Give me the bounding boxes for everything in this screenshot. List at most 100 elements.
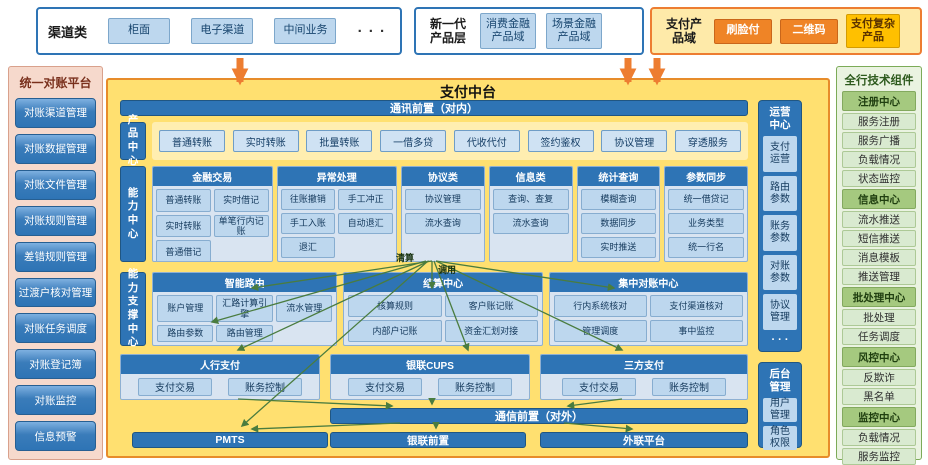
group-title: 智能路由 <box>153 273 337 292</box>
channel-ellipsis: · · · <box>357 22 386 40</box>
node-chip: 流水查询 <box>492 213 569 234</box>
group-title: 参数同步 <box>665 167 747 186</box>
monitor-center-header: 监控中心 <box>842 407 916 427</box>
batch-process-node: 批处理 <box>842 309 916 326</box>
node-chip: 模糊查询 <box>580 189 657 210</box>
rail-title: 银联CUPS <box>331 355 529 374</box>
smart-routing-group: 智能路由 账户管理 汇路计算引擎 流水管理 路由参数 路由管理 <box>152 272 338 346</box>
node-chip: 单笔行内记账 <box>213 214 269 238</box>
state-monitor-node: 状态监控 <box>842 170 916 187</box>
capability-center-tab: 能力中心 <box>120 166 146 262</box>
node-chip: 业务类型 <box>668 213 744 234</box>
node-chip: 内部户记账 <box>348 320 442 342</box>
rail-title: 三方支付 <box>541 355 747 374</box>
payment-ops-node: 支付运营 <box>763 136 797 172</box>
node-chip: 汇路计算引擎 <box>216 295 273 323</box>
node-chip: 统一借贷记 <box>668 189 744 210</box>
role-permission-node: 角色权限 <box>763 426 797 451</box>
product-center-row: 普通转账 实时转账 批量转账 一借多贷 代收代付 签约鉴权 协议管理 穿透服务 <box>152 122 748 160</box>
payment-middle-platform-panel: 支付中台 通讯前置（对内） 产品中心 普通转账 实时转账 批量转账 一借多贷 代… <box>106 78 830 458</box>
protocol-mgmt-node: 协议管理 <box>601 130 668 152</box>
node-chip: 行内系统核对 <box>553 295 647 317</box>
group-title: 集中对账中心 <box>549 273 747 292</box>
node-chip: 退汇 <box>280 237 336 258</box>
load-status-node: 负载情况 <box>842 429 916 446</box>
one-debit-multi-credit-node: 一借多贷 <box>380 130 447 152</box>
statistics-query-group: 统计查询 模糊查询 数据同步 实时推送 <box>576 166 661 262</box>
operations-center-title: 运营中心 <box>769 106 791 132</box>
push-mgmt-node: 推送管理 <box>842 268 916 285</box>
service-register-node: 服务注册 <box>842 113 916 130</box>
backstage-title: 后台管理 <box>769 368 791 394</box>
task-schedule-node: 任务调度 <box>842 328 916 345</box>
anti-fraud-node: 反欺诈 <box>842 369 916 386</box>
product-center-tab: 产品中心 <box>120 114 146 167</box>
flow-push-node: 流水推送 <box>842 211 916 228</box>
load-status-node: 负载情况 <box>842 151 916 168</box>
node-chip: 查询、查复 <box>492 189 569 210</box>
user-mgmt-node: 用户管理 <box>763 398 797 423</box>
node-chip: 手工入账 <box>280 213 336 234</box>
accounting-params-node: 账务参数 <box>763 215 797 251</box>
recon-task-schedule-node: 对账任务调度 <box>15 313 96 344</box>
comm-front-internal-bar: 通讯前置（对内） <box>120 100 748 116</box>
unionpay-cups-box: 银联CUPS 支付交易 账务控制 <box>330 354 530 400</box>
complex-payment-product-node: 支付复杂产品 <box>846 14 900 48</box>
normal-transfer-node: 普通转账 <box>159 130 225 152</box>
recon-register-node: 对账登记簿 <box>15 349 96 380</box>
realtime-transfer-node: 实时转账 <box>232 130 299 152</box>
service-monitor-node: 服务监控 <box>842 448 916 465</box>
settlement-center-group: 结算中心 核算规则 客户账记账 内部户记账 资金汇划对接 <box>343 272 543 346</box>
comm-front-external-bar: 通信前置（对外） <box>330 408 748 424</box>
parameter-sync-group: 参数同步 统一借贷记 业务类型 统一行名 <box>664 166 748 262</box>
payment-transaction-node: 支付交易 <box>348 377 422 396</box>
channel-category-box: 渠道类 柜面 电子渠道 中间业务 · · · <box>36 7 402 55</box>
service-broadcast-node: 服务广播 <box>842 132 916 149</box>
blacklist-node: 黑名单 <box>842 388 916 405</box>
external-platform-bar: 外联平台 <box>540 432 748 448</box>
exception-handling-group: 异常处理 往账撤销 手工冲正 手工入账 自动退汇 退汇 <box>276 166 398 262</box>
node-chip: 客户账记账 <box>444 295 538 317</box>
consumer-finance-domain-node: 消费金融产品域 <box>480 13 536 49</box>
node-chip: 普通借记 <box>156 240 211 261</box>
recon-file-mgmt-node: 对账文件管理 <box>15 169 96 200</box>
accounting-control-node: 账务控制 <box>438 377 512 396</box>
node-chip: 数据同步 <box>580 213 657 234</box>
node-chip: 流水管理 <box>275 295 333 323</box>
settlement-flow-label: 清算 <box>396 253 415 263</box>
node-chip: 路由管理 <box>216 325 273 342</box>
group-title: 异常处理 <box>277 167 397 186</box>
accounting-control-node: 账务控制 <box>228 377 302 396</box>
channel-counter-node: 柜面 <box>108 18 171 44</box>
third-party-payment-box: 三方支付 支付交易 账务控制 <box>540 354 748 400</box>
payment-domain-label: 支付产品域 <box>665 16 702 45</box>
information-group: 信息类 查询、查复 流水查询 <box>488 166 573 262</box>
capability-center-row: 金融交易 普通转账 实时借记 实时转账 单笔行内记账 普通借记 异常处理 往账撤… <box>152 166 748 262</box>
face-pay-node: 刷脸付 <box>714 18 772 44</box>
operations-center-column: 运营中心 支付运营 路由参数 账务参数 对账参数 协议管理 · · · <box>758 100 802 352</box>
node-chip: 普通转账 <box>156 189 211 212</box>
channel-category-label: 渠道类 <box>48 24 88 40</box>
node-chip: 统一行名 <box>668 237 744 258</box>
group-title: 统计查询 <box>577 167 660 186</box>
pmts-bar: PMTS <box>132 432 328 448</box>
batch-transfer-node: 批量转账 <box>306 130 373 152</box>
channel-intermediate-node: 中间业务 <box>274 18 337 44</box>
recon-channel-mgmt-node: 对账渠道管理 <box>15 98 96 128</box>
invoke-flow-label: 调用 <box>438 265 457 275</box>
sign-auth-node: 签约鉴权 <box>527 130 594 152</box>
node-chip: 支付渠道核对 <box>649 295 743 317</box>
batch-center-section: 批处理中心 批处理 任务调度 <box>842 286 916 346</box>
pboc-payment-box: 人行支付 支付交易 账务控制 <box>120 354 320 400</box>
new-generation-product-layer-box: 新一代产品层 消费金融产品域 场景金融产品域 <box>414 7 644 55</box>
accounting-control-node: 账务控制 <box>652 377 726 396</box>
protocol-mgmt-node: 协议管理 <box>763 294 797 330</box>
error-rule-mgmt-node: 差错规则管理 <box>15 241 96 272</box>
recon-monitor-node: 对账监控 <box>15 385 96 416</box>
channel-ebanking-node: 电子渠道 <box>191 18 254 44</box>
bank-tech-components-panel: 全行技术组件 注册中心 服务注册 服务广播 负载情况 状态监控 信息中心 流水推… <box>836 66 922 465</box>
node-chip: 实时借记 <box>213 189 269 212</box>
payment-transaction-node: 支付交易 <box>138 377 212 396</box>
sms-push-node: 短信推送 <box>842 230 916 247</box>
